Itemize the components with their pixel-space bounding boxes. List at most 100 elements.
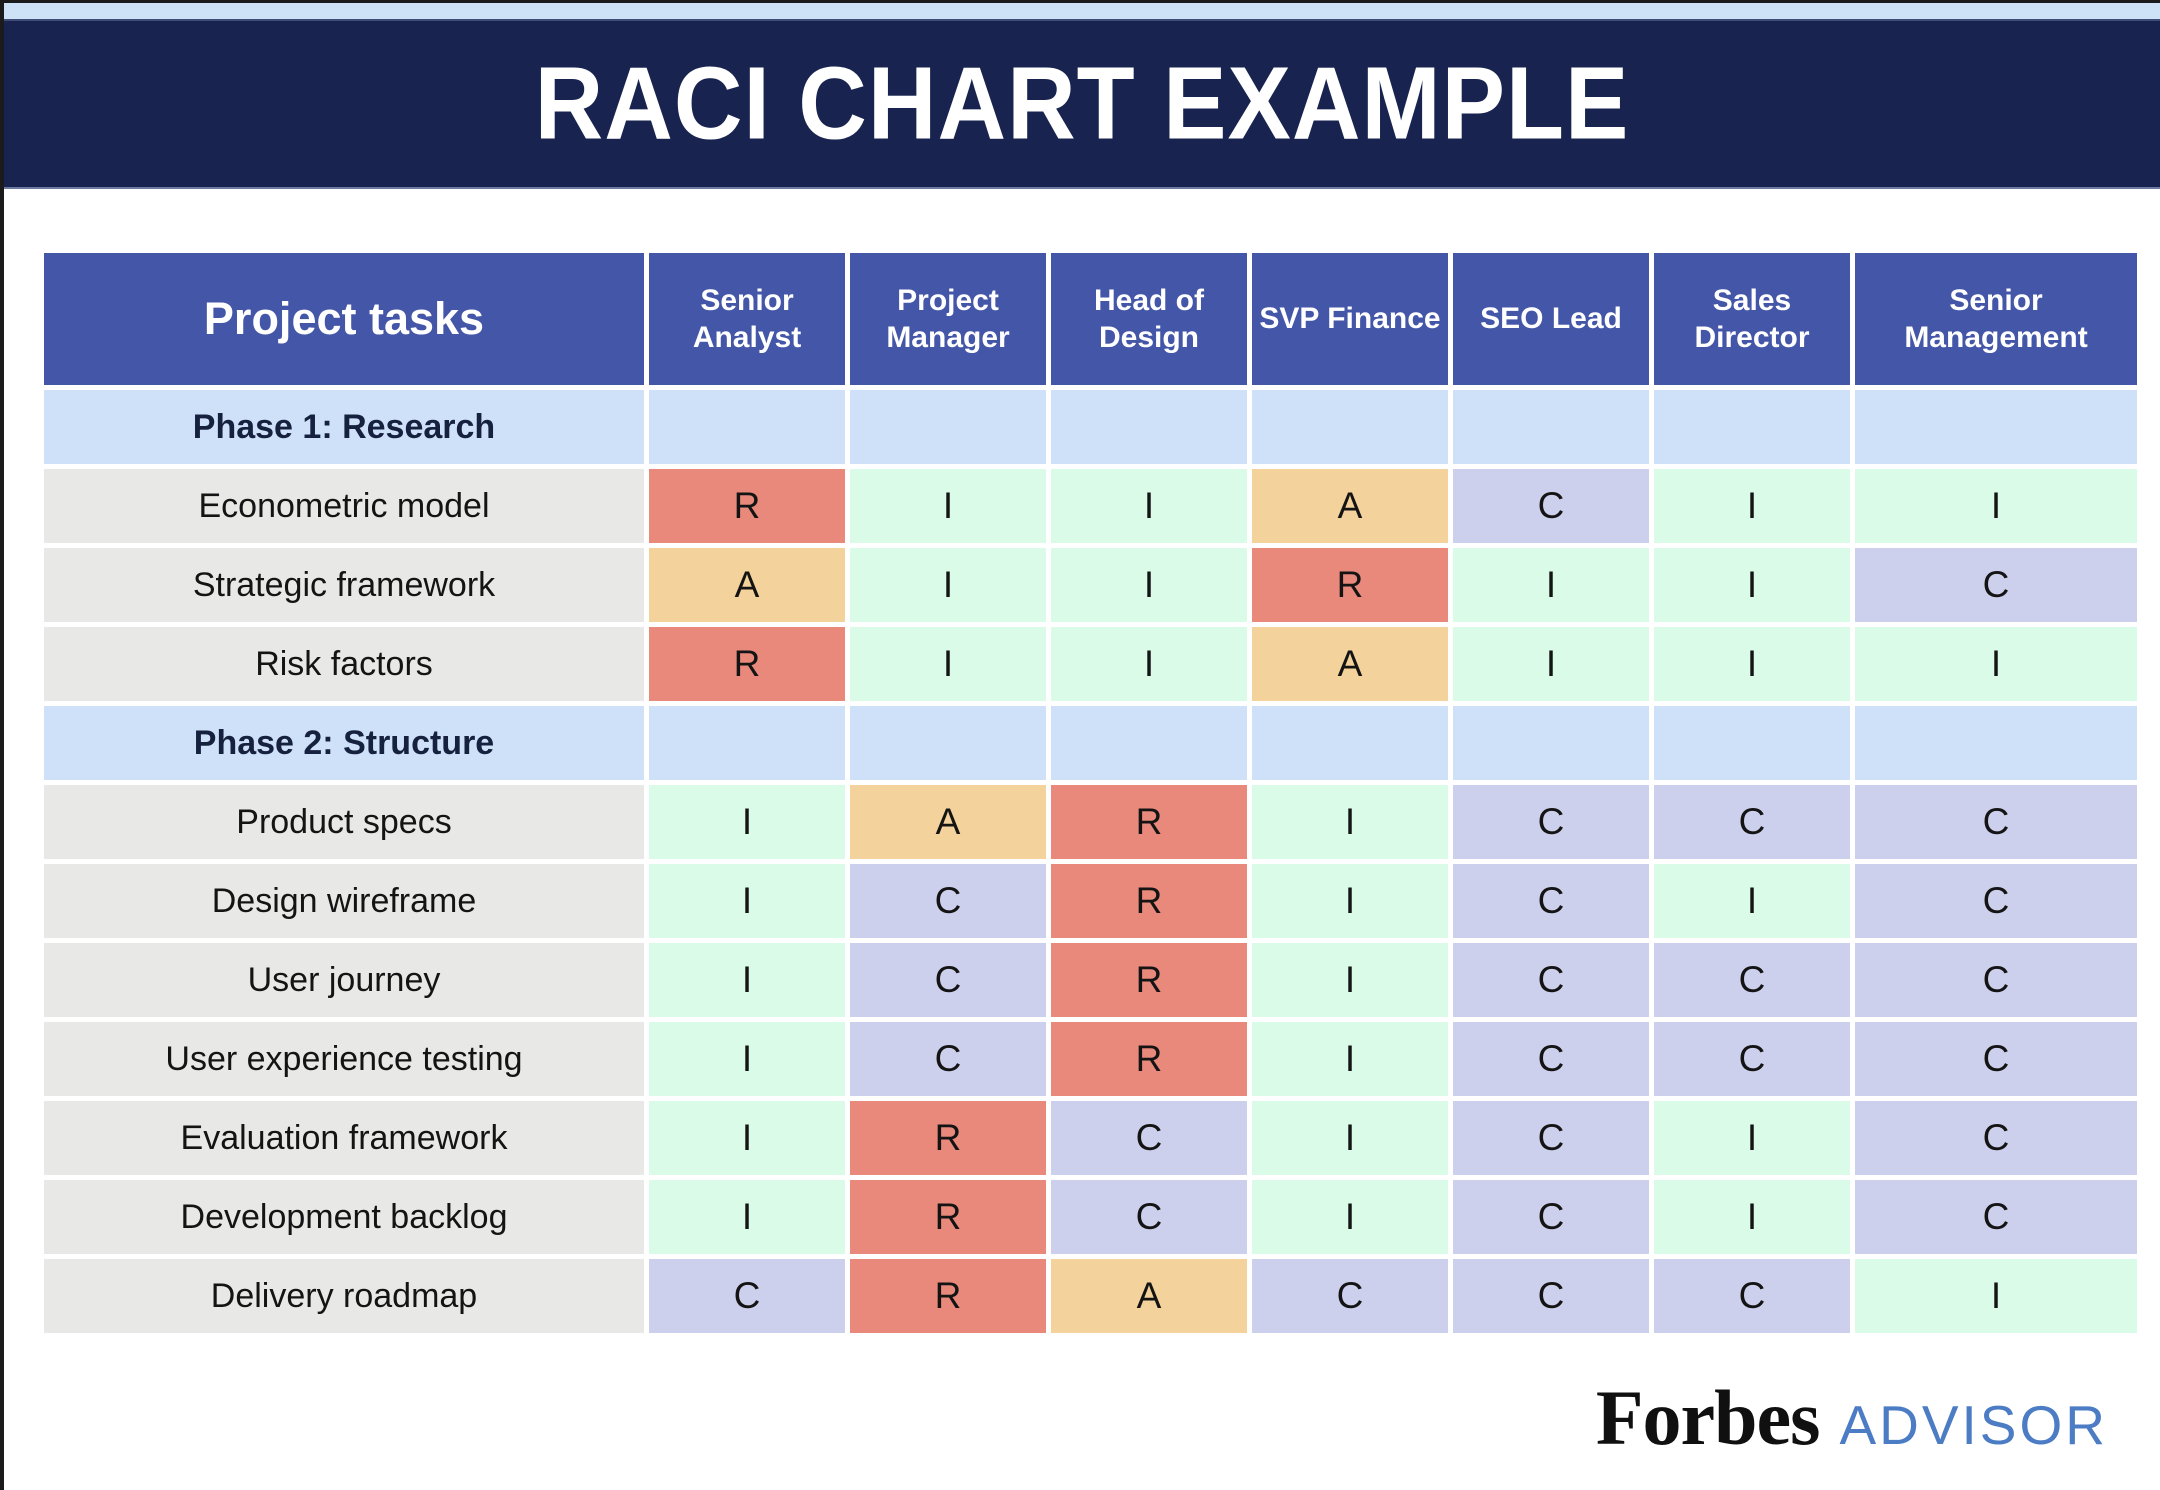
raci-cell-c: C [1453,1180,1649,1254]
raci-cell-i: I [649,1022,845,1096]
raci-cell-c: C [850,864,1046,938]
raci-cell-r: R [1252,548,1448,622]
raci-cell-i: I [649,1101,845,1175]
raci-cell-i: I [649,864,845,938]
raci-cell-c: C [1453,469,1649,543]
raci-cell-i: I [1252,785,1448,859]
raci-cell-i: I [1654,1101,1850,1175]
phase-row-spacer [1252,706,1448,780]
raci-cell-i: I [1654,548,1850,622]
raci-cell-c: C [1654,785,1850,859]
raci-cell-i: I [1654,864,1850,938]
raci-cell-c: C [1855,1180,2137,1254]
column-header-role: Senior Management [1855,253,2137,385]
raci-cell-c: C [1453,1101,1649,1175]
task-label: Econometric model [44,469,644,543]
raci-cell-i: I [850,469,1046,543]
raci-cell-i: I [649,943,845,1017]
phase-row-spacer [1453,706,1649,780]
task-label: Design wireframe [44,864,644,938]
column-header-role: Project Manager [850,253,1046,385]
task-label: User journey [44,943,644,1017]
raci-cell-i: I [1252,864,1448,938]
raci-cell-i: I [1855,469,2137,543]
raci-cell-a: A [649,548,845,622]
column-header-project-tasks: Project tasks [44,253,644,385]
raci-cell-c: C [1654,1022,1850,1096]
raci-cell-i: I [1252,943,1448,1017]
phase-row-spacer [1453,390,1649,464]
raci-cell-r: R [850,1101,1046,1175]
raci-cell-r: R [649,627,845,701]
raci-cell-i: I [1855,1259,2137,1333]
raci-cell-a: A [1252,627,1448,701]
raci-cell-a: A [1051,1259,1247,1333]
phase-row-spacer [1252,390,1448,464]
task-label: Product specs [44,785,644,859]
raci-cell-c: C [1654,1259,1850,1333]
raci-cell-i: I [1453,627,1649,701]
raci-cell-c: C [1855,864,2137,938]
task-label: Evaluation framework [44,1101,644,1175]
raci-cell-r: R [649,469,845,543]
raci-cell-i: I [649,1180,845,1254]
raci-cell-c: C [1453,1259,1649,1333]
phase-row-spacer [1855,706,2137,780]
raci-cell-c: C [850,1022,1046,1096]
raci-cell-c: C [850,943,1046,1017]
task-label: Risk factors [44,627,644,701]
raci-cell-i: I [1252,1022,1448,1096]
raci-cell-i: I [1051,548,1247,622]
raci-cell-i: I [1855,627,2137,701]
phase-row-spacer [1051,706,1247,780]
phase-row-spacer [1855,390,2137,464]
advisor-wordmark: ADVISOR [1839,1394,2108,1456]
task-label: User experience testing [44,1022,644,1096]
raci-cell-c: C [1453,1022,1649,1096]
raci-cell-c: C [1252,1259,1448,1333]
raci-cell-c: C [1855,548,2137,622]
raci-cell-c: C [1855,1101,2137,1175]
raci-cell-a: A [850,785,1046,859]
task-label: Strategic framework [44,548,644,622]
raci-cell-i: I [1654,627,1850,701]
top-accent-strip [4,3,2160,19]
raci-cell-c: C [1855,785,2137,859]
forbes-wordmark: Forbes [1595,1374,1821,1461]
phase-row-spacer [649,390,845,464]
raci-cell-c: C [1453,943,1649,1017]
raci-cell-c: C [1855,1022,2137,1096]
phase-row-spacer [850,706,1046,780]
raci-cell-c: C [1051,1180,1247,1254]
task-label: Development backlog [44,1180,644,1254]
phase-row-label: Phase 2: Structure [44,706,644,780]
raci-cell-i: I [850,627,1046,701]
column-header-role: SVP Finance [1252,253,1448,385]
raci-cell-r: R [850,1259,1046,1333]
raci-cell-r: R [1051,943,1247,1017]
raci-cell-i: I [1051,627,1247,701]
column-header-role: SEO Lead [1453,253,1649,385]
raci-cell-r: R [1051,785,1247,859]
phase-row-spacer [649,706,845,780]
raci-cell-r: R [850,1180,1046,1254]
phase-row-spacer [850,390,1046,464]
raci-cell-r: R [1051,864,1247,938]
raci-cell-i: I [1051,469,1247,543]
raci-cell-c: C [1654,943,1850,1017]
phase-row-spacer [1051,390,1247,464]
raci-cell-c: C [649,1259,845,1333]
raci-cell-i: I [1252,1101,1448,1175]
phase-row-label: Phase 1: Research [44,390,644,464]
column-header-role: Head of Design [1051,253,1247,385]
column-header-role: Senior Analyst [649,253,845,385]
raci-cell-c: C [1453,864,1649,938]
raci-cell-r: R [1051,1022,1247,1096]
raci-cell-i: I [1252,1180,1448,1254]
raci-cell-c: C [1453,785,1649,859]
task-label: Delivery roadmap [44,1259,644,1333]
title-banner: RACI CHART EXAMPLE [4,19,2160,189]
raci-cell-a: A [1252,469,1448,543]
